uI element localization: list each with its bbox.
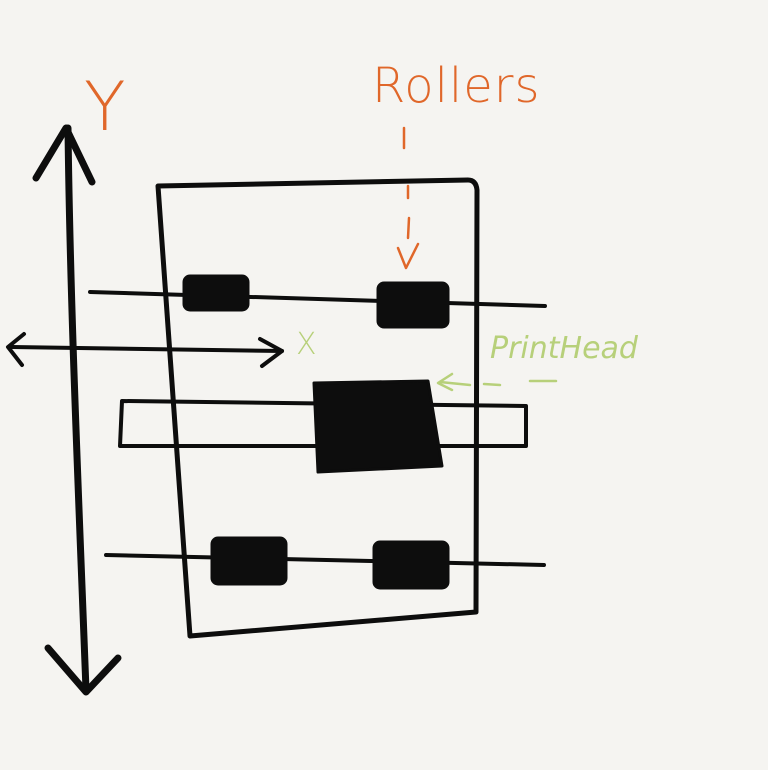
x-axis-line — [10, 345, 284, 353]
rollers-label: Rollers — [372, 58, 541, 114]
bottom-roller-shaft — [104, 553, 546, 567]
print-head-pointer-line — [438, 379, 558, 387]
print-head-block — [312, 379, 444, 474]
print-head-label: PrintHead — [490, 331, 638, 366]
y-axis-line — [64, 124, 90, 694]
roller-bottom-right — [372, 540, 450, 590]
x-axis-arrow-left — [6, 332, 26, 367]
y-axis-arrow-bottom — [44, 644, 122, 696]
roller-top-left — [182, 274, 250, 312]
top-roller-shaft — [88, 290, 547, 308]
y-axis-arrow-top — [32, 124, 96, 186]
x-axis-arrow-right — [258, 337, 284, 368]
y-axis-label: Y — [84, 68, 126, 147]
rollers-pointer-line — [402, 126, 411, 240]
roller-bottom-left — [210, 536, 288, 586]
x-axis-label: X — [296, 327, 317, 362]
print-head-pointer-arrowhead — [436, 372, 454, 392]
rollers-pointer-arrowhead — [396, 242, 420, 270]
roller-top-right — [376, 281, 450, 329]
paper-sheet — [155, 177, 480, 639]
